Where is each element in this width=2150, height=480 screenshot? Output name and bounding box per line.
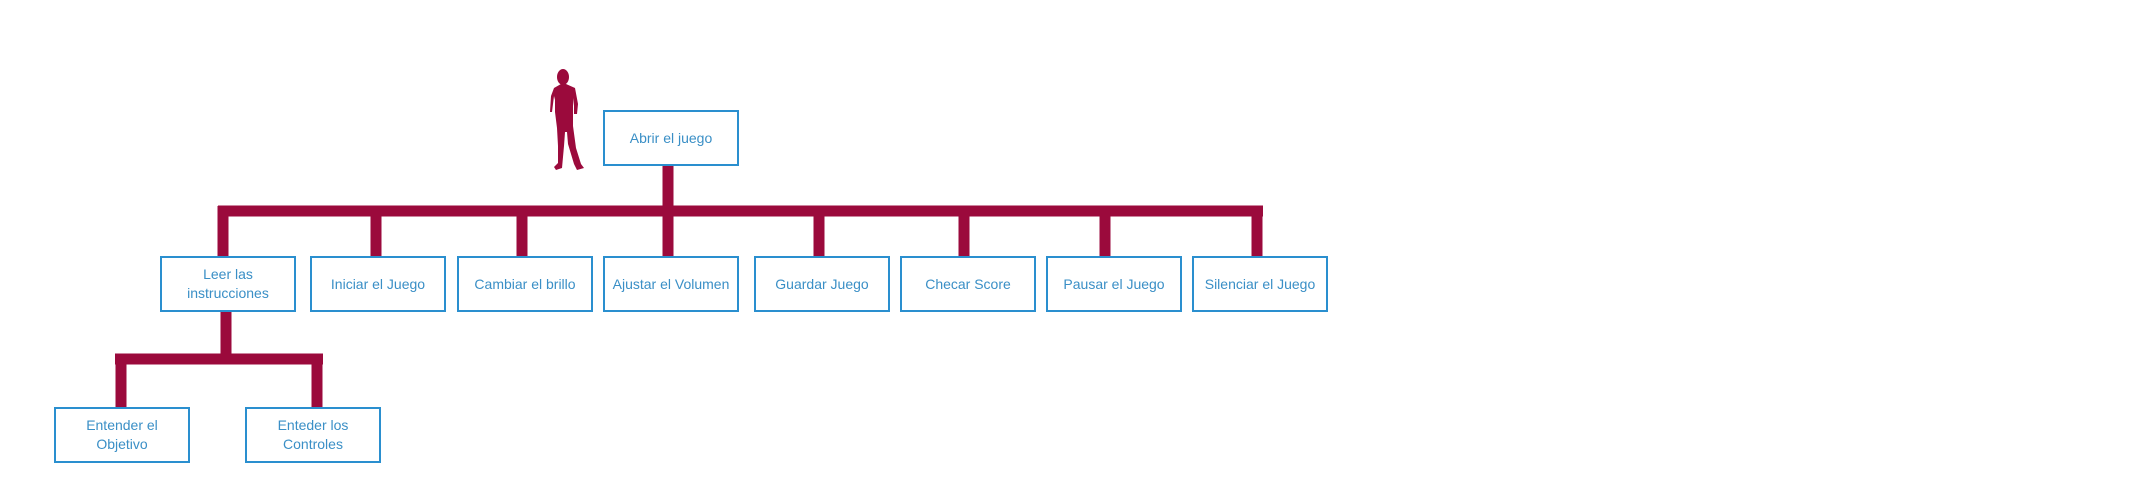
node-iniciar-el-juego: Iniciar el Juego <box>310 256 446 312</box>
node-leer-las-instrucciones: Leer las instrucciones <box>160 256 296 312</box>
node-cambiar-el-brillo: Cambiar el brillo <box>457 256 593 312</box>
node-pausar-el-juego: Pausar el Juego <box>1046 256 1182 312</box>
node-entender-el-objetivo: Entender el Objetivo <box>54 407 190 463</box>
node-silenciar-el-juego: Silenciar el Juego <box>1192 256 1328 312</box>
node-ajustar-el-volumen: Ajustar el Volumen <box>603 256 739 312</box>
person-silhouette-icon <box>550 69 584 170</box>
node-enteder-los-controles: Enteder los Controles <box>245 407 381 463</box>
node-checar-score: Checar Score <box>900 256 1036 312</box>
node-guardar-juego: Guardar Juego <box>754 256 890 312</box>
node-abrir-el-juego: Abrir el juego <box>603 110 739 166</box>
